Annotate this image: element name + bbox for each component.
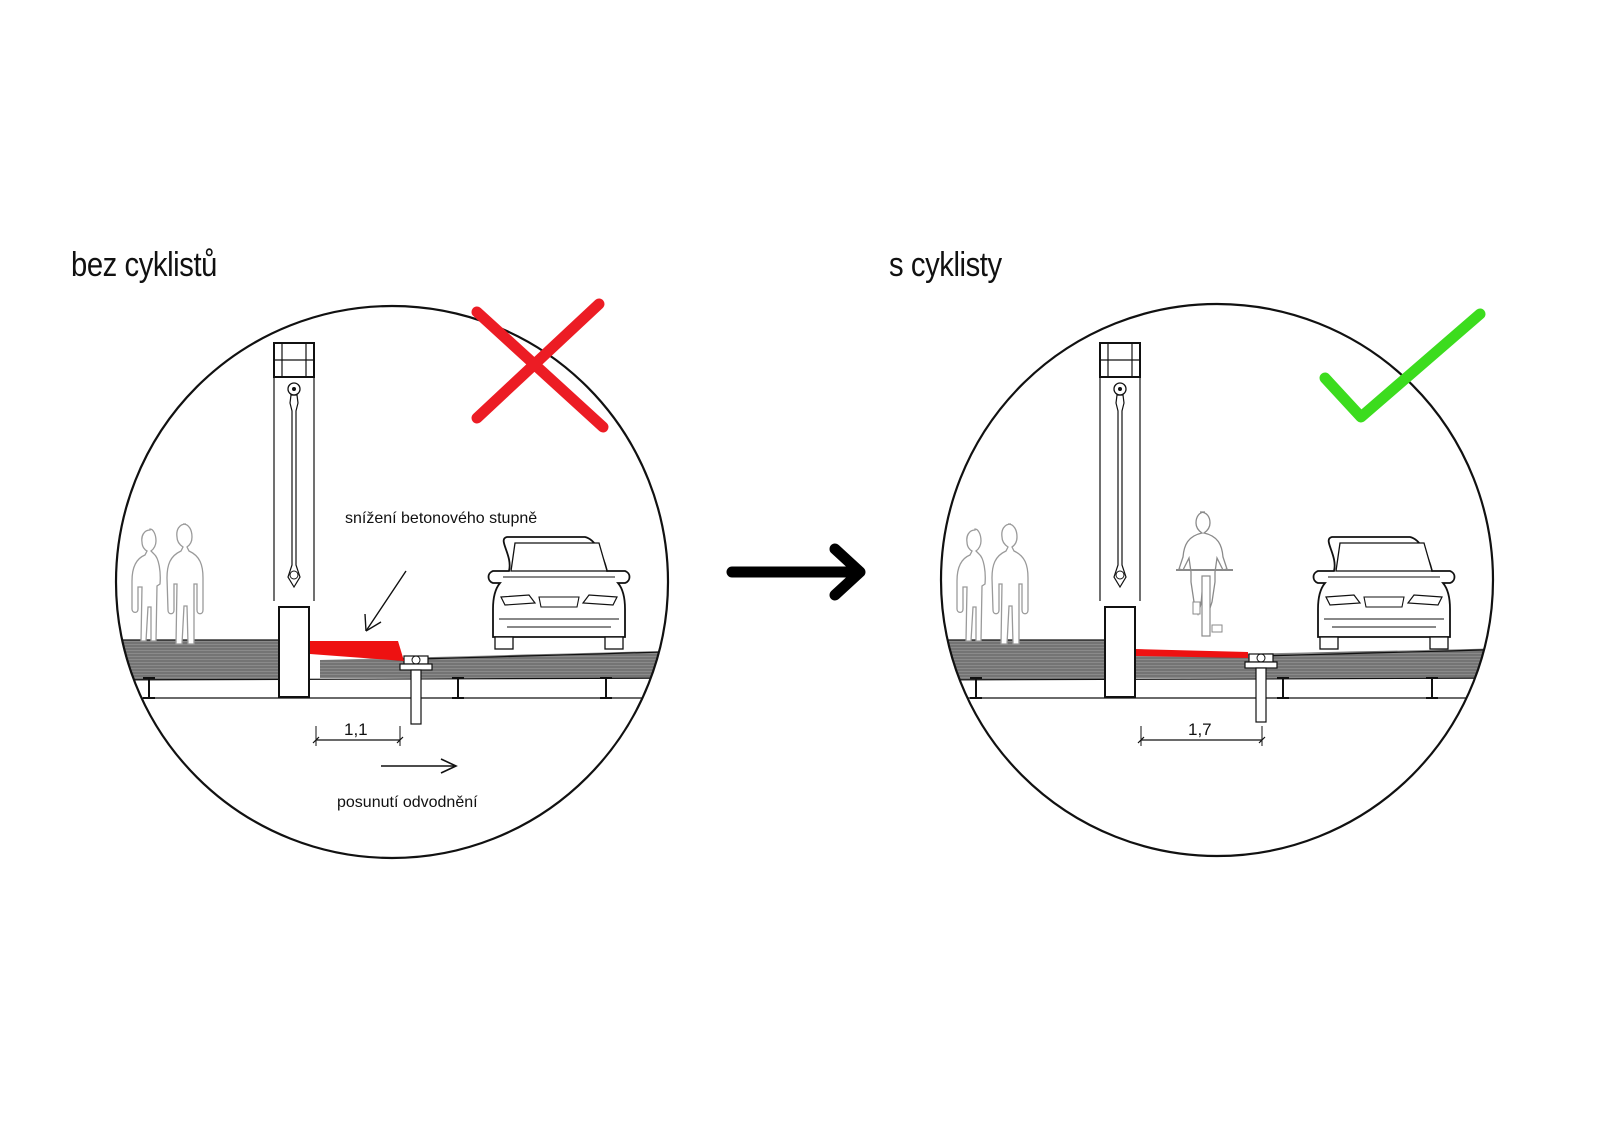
drainage-icon: [399, 655, 433, 725]
pointer-arrow-icon: [364, 570, 407, 632]
dimension-line: [1137, 726, 1266, 746]
lamp-pole-icon: [273, 342, 315, 698]
car-icon: [487, 536, 631, 650]
dimension-label-right: 1,7: [1188, 720, 1212, 739]
pedestrians-icon: [956, 523, 1029, 645]
beam-icon: [969, 677, 983, 699]
checkmark-icon: [1319, 308, 1486, 423]
lamp-pole-icon: [1099, 342, 1141, 698]
lowered-step-highlight: [1136, 649, 1248, 658]
lowered-step-highlight: [310, 641, 404, 661]
right-panel-title: s cyklisty: [889, 246, 1002, 284]
beam-icon: [142, 677, 156, 699]
car-icon: [1312, 536, 1456, 650]
annotation-shift: posunutí odvodnění: [337, 794, 478, 811]
beam-icon: [1276, 677, 1290, 699]
beam-icon: [1425, 677, 1439, 699]
left-panel-title: bez cyklistů: [71, 246, 217, 284]
beam-icon: [451, 677, 465, 699]
beam-icon: [599, 677, 613, 699]
drainage-icon: [1244, 653, 1278, 723]
right-detail-circle: [939, 302, 1495, 858]
arrow-right-icon: [726, 543, 866, 601]
shift-arrow-icon: [381, 758, 458, 774]
left-detail-circle: [114, 304, 670, 860]
dimension-label-left: 1,1: [344, 720, 368, 739]
pedestrians-icon: [131, 523, 204, 645]
annotation-lowering: snížení betonového stupně: [345, 510, 537, 527]
dimension-line: [312, 726, 404, 746]
cross-icon: [471, 298, 609, 433]
cyclist-icon: [1176, 511, 1233, 637]
